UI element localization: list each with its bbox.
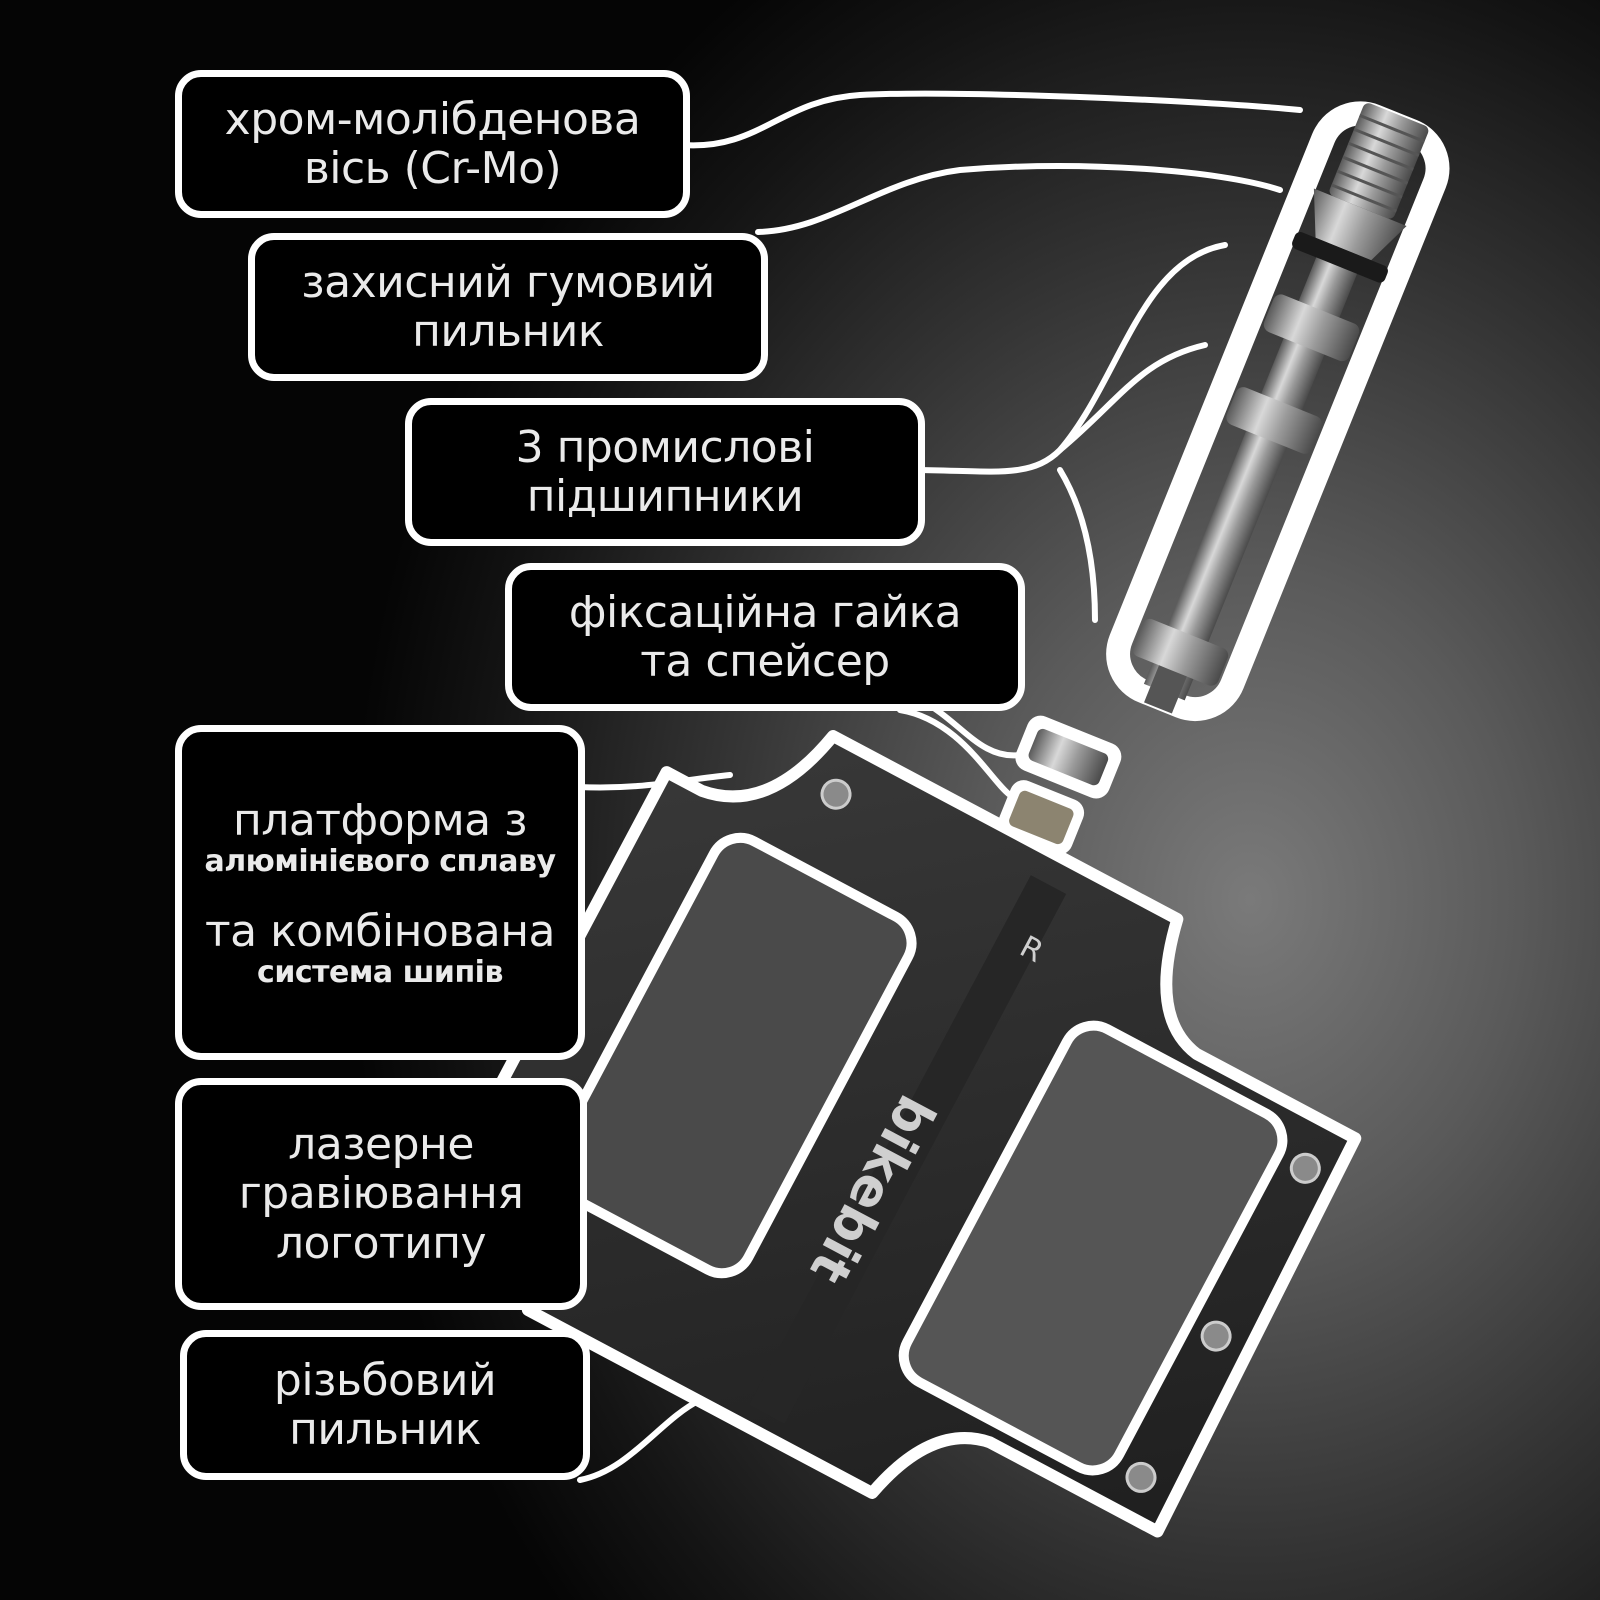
- label-lock-nut-line-2: та спейсер: [640, 636, 890, 687]
- label-platform-line-4: система шипів: [257, 954, 503, 990]
- connector-rubber-seal: [755, 163, 1283, 235]
- label-logo: лазерне гравіювання логотипу: [175, 1078, 587, 1310]
- connector-bearings-a: [907, 242, 1228, 475]
- pedal-platform: bikebit R: [454, 730, 1362, 1538]
- label-threaded-cap-line-2: пильник: [289, 1404, 481, 1455]
- label-lock-nut: фіксаційна гайка та спейсер: [505, 563, 1025, 711]
- label-rubber-seal-line-2: пильник: [412, 306, 604, 357]
- label-bearings-line-2: підшипники: [526, 471, 804, 522]
- label-axle-line-2: вісь (Cr-Mo): [303, 143, 562, 194]
- label-axle: хром-молібденова вісь (Cr-Mo): [175, 70, 690, 218]
- label-logo-line-2: гравіювання: [238, 1168, 524, 1220]
- label-bearings: 3 промислові підшипники: [405, 398, 925, 546]
- connector-bearings-b: [1057, 342, 1208, 453]
- connector-bearings-c: [1057, 467, 1098, 623]
- label-lock-nut-line-1: фіксаційна гайка: [568, 586, 962, 638]
- label-threaded-cap-line-1: різьбовий: [273, 1354, 497, 1406]
- label-bearings-line-1: 3 промислові: [515, 421, 815, 473]
- label-rubber-seal: захисний гумовий пильник: [248, 233, 768, 381]
- label-platform: платформа з алюмінієвого сплаву та комбі…: [175, 725, 585, 1060]
- label-platform-line-2: алюмінієвого сплаву: [204, 843, 556, 879]
- label-logo-line-1: лазерне: [288, 1119, 474, 1171]
- connector-axle: [680, 90, 1303, 149]
- spacer: [1015, 715, 1122, 799]
- label-axle-line-1: хром-молібденова: [224, 93, 641, 145]
- lock-nut: [998, 780, 1085, 855]
- label-logo-line-3: логотипу: [275, 1217, 487, 1269]
- pedal-axle: [1106, 101, 1450, 722]
- label-platform-line-1: платформа з: [233, 794, 528, 846]
- label-platform-line-3: та комбінована: [205, 905, 555, 957]
- label-threaded-cap: різьбовий пильник: [180, 1330, 590, 1480]
- label-rubber-seal-line-1: захисний гумовий: [301, 256, 715, 308]
- connector-spacer: [897, 707, 1013, 798]
